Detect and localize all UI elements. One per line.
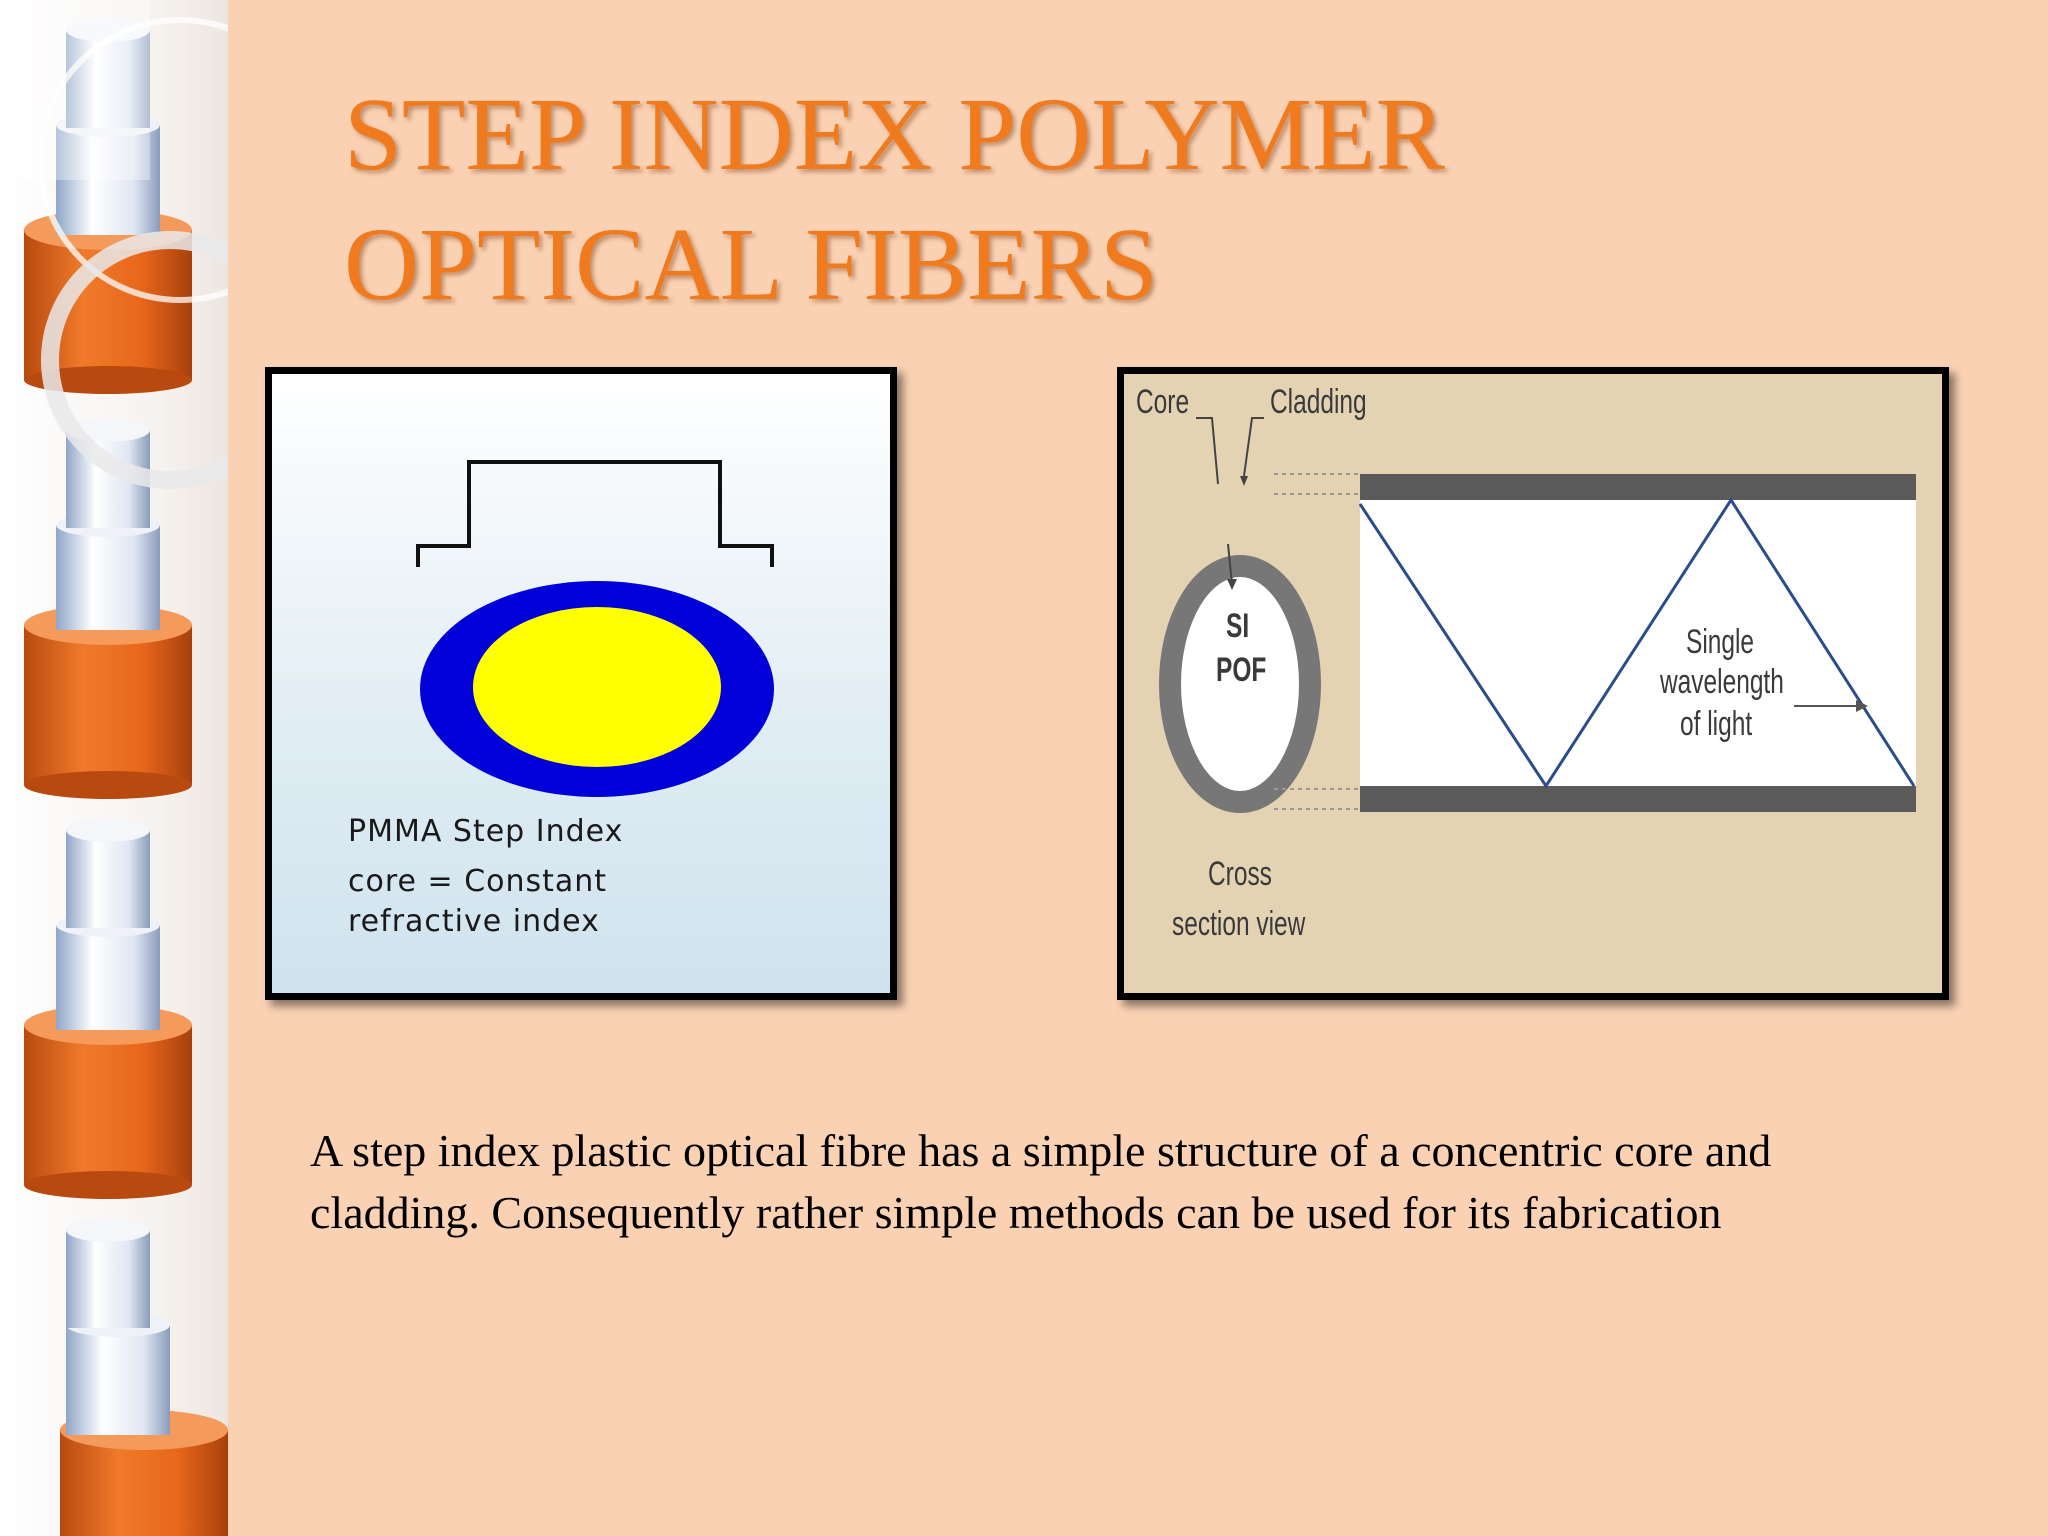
title-line-2: OPTICAL FIBERS (344, 207, 1158, 322)
fiber-cable-decoration (0, 0, 228, 1536)
body-paragraph: A step index plastic optical fibre has a… (310, 1125, 1772, 1238)
fiber-cladding-top (1360, 474, 1916, 500)
pmma-label-line1: PMMA Step Index (348, 814, 624, 849)
title-line-1: STEP INDEX POLYMER (344, 77, 1445, 192)
cross-label-line1: Cross (1208, 855, 1272, 893)
ray-label-line2: wavelength (1660, 663, 1784, 701)
decorative-sidebar (0, 0, 228, 1536)
pof-label: POF (1216, 651, 1267, 689)
si-label: SI (1226, 607, 1250, 645)
cable-segment-3 (24, 818, 192, 1199)
cable-segment-4 (60, 1218, 228, 1536)
ray-label-line3: of light (1680, 705, 1753, 743)
step-index-profile-figure: PMMA Step Index core = Constant refracti… (265, 367, 897, 1000)
si-pof-diagram-figure: Core Cladding SI POF Single wavelength o… (1117, 367, 1949, 1000)
core-label: Core (1136, 383, 1190, 421)
si-pof-diagram (1159, 417, 1916, 813)
cladding-label: Cladding (1270, 383, 1367, 421)
core-disc (473, 607, 721, 767)
refractive-index-profile (416, 460, 774, 567)
fiber-cladding-bottom (1360, 786, 1916, 812)
light-ray-path (1358, 497, 1916, 789)
pmma-label-line3: refractive index (348, 904, 600, 939)
slide-title: STEP INDEX POLYMER OPTICAL FIBERS (344, 70, 1844, 330)
step-index-diagram (416, 460, 774, 797)
ray-label-line1: Single (1686, 623, 1755, 661)
cross-section-ring (1159, 555, 1321, 813)
cable-segment-2 (24, 418, 192, 799)
cross-label-line2: section view (1172, 905, 1306, 943)
pmma-label-line2: core = Constant (348, 864, 608, 899)
